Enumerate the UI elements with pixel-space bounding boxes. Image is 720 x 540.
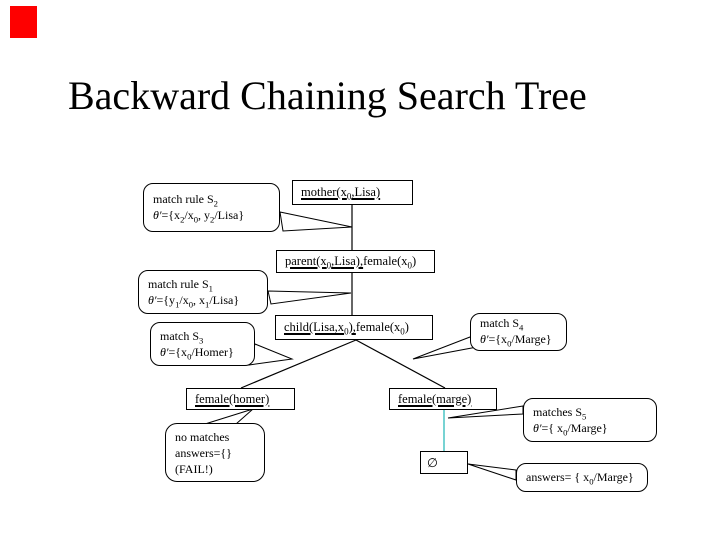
callout-match-s2-line1: match rule S2 bbox=[153, 192, 218, 209]
callout-match-s1: match rule S1 θ′={y1/x0, x1/Lisa} bbox=[138, 270, 268, 314]
slide-accent-mark bbox=[10, 6, 37, 38]
node-parent-label-rest: female(x0) bbox=[363, 254, 417, 271]
callout-tail-s3 bbox=[248, 343, 294, 366]
node-female-homer-label: female(homer) bbox=[195, 391, 270, 406]
callout-answers: answers= { x0/Marge} bbox=[516, 463, 648, 492]
node-parent: parent(x0,Lisa), female(x0) bbox=[276, 250, 435, 273]
callout-match-s1-line2: θ′={y1/x0, x1/Lisa} bbox=[148, 293, 240, 310]
node-mother-label: mother(x0,Lisa) bbox=[301, 185, 381, 202]
callout-tail-answers bbox=[467, 463, 517, 481]
callout-no-matches-line3: (FAIL!) bbox=[175, 462, 213, 477]
callout-match-s4-line2: θ′={x0/Marge} bbox=[480, 331, 552, 348]
edge-child-marge bbox=[355, 339, 446, 389]
node-empty-set: ∅ bbox=[420, 451, 468, 474]
node-female-homer: female(homer) bbox=[186, 388, 295, 410]
callout-tail-no-matches bbox=[204, 408, 254, 425]
callout-match-s1-line1: match rule S1 bbox=[148, 277, 213, 294]
node-female-marge-label: female(marge) bbox=[398, 391, 472, 406]
callout-tail-s4 bbox=[412, 336, 478, 360]
callout-no-matches-line1: no matches bbox=[175, 430, 230, 444]
callout-match-s4-line1: match S4 bbox=[480, 316, 524, 333]
edge-child-homer bbox=[240, 339, 357, 389]
page-title: Backward Chaining Search Tree bbox=[68, 73, 587, 118]
callout-matches-s5: matches S5 θ′={ x0/Marge} bbox=[523, 398, 657, 442]
callout-no-matches: no matches answers={} (FAIL!) bbox=[165, 423, 265, 482]
node-female-marge: female(marge) bbox=[389, 388, 497, 410]
node-child-label-rest: female(x0) bbox=[355, 320, 409, 337]
callout-answers-line1: answers= { x0/Marge} bbox=[526, 470, 634, 487]
callout-matches-s5-line1: matches S5 bbox=[533, 405, 587, 422]
callout-match-s2: match rule S2 θ′={x2/x0, y2/Lisa} bbox=[143, 183, 280, 232]
node-child: child(Lisa,x0), female(x0) bbox=[275, 315, 433, 340]
callout-match-s3: match S3 θ′={x0/Homer} bbox=[150, 322, 255, 366]
node-parent-label: parent(x0,Lisa), bbox=[285, 254, 364, 271]
callout-match-s4: match S4 θ′={x0/Marge} bbox=[470, 313, 567, 352]
callout-no-matches-line2: answers={} bbox=[175, 446, 232, 461]
callout-tail-s2 bbox=[279, 211, 353, 232]
callout-match-s2-line2: θ′={x2/x0, y2/Lisa} bbox=[153, 208, 245, 225]
node-child-label: child(Lisa,x0), bbox=[284, 320, 356, 337]
callout-tail-s1 bbox=[267, 290, 352, 305]
callout-match-s3-line1: match S3 bbox=[160, 329, 204, 346]
callout-matches-s5-line2: θ′={ x0/Marge} bbox=[533, 421, 608, 438]
callout-match-s3-line2: θ′={x0/Homer} bbox=[160, 345, 234, 362]
node-mother: mother(x0,Lisa) bbox=[292, 180, 413, 205]
empty-set-symbol: ∅ bbox=[427, 455, 438, 470]
